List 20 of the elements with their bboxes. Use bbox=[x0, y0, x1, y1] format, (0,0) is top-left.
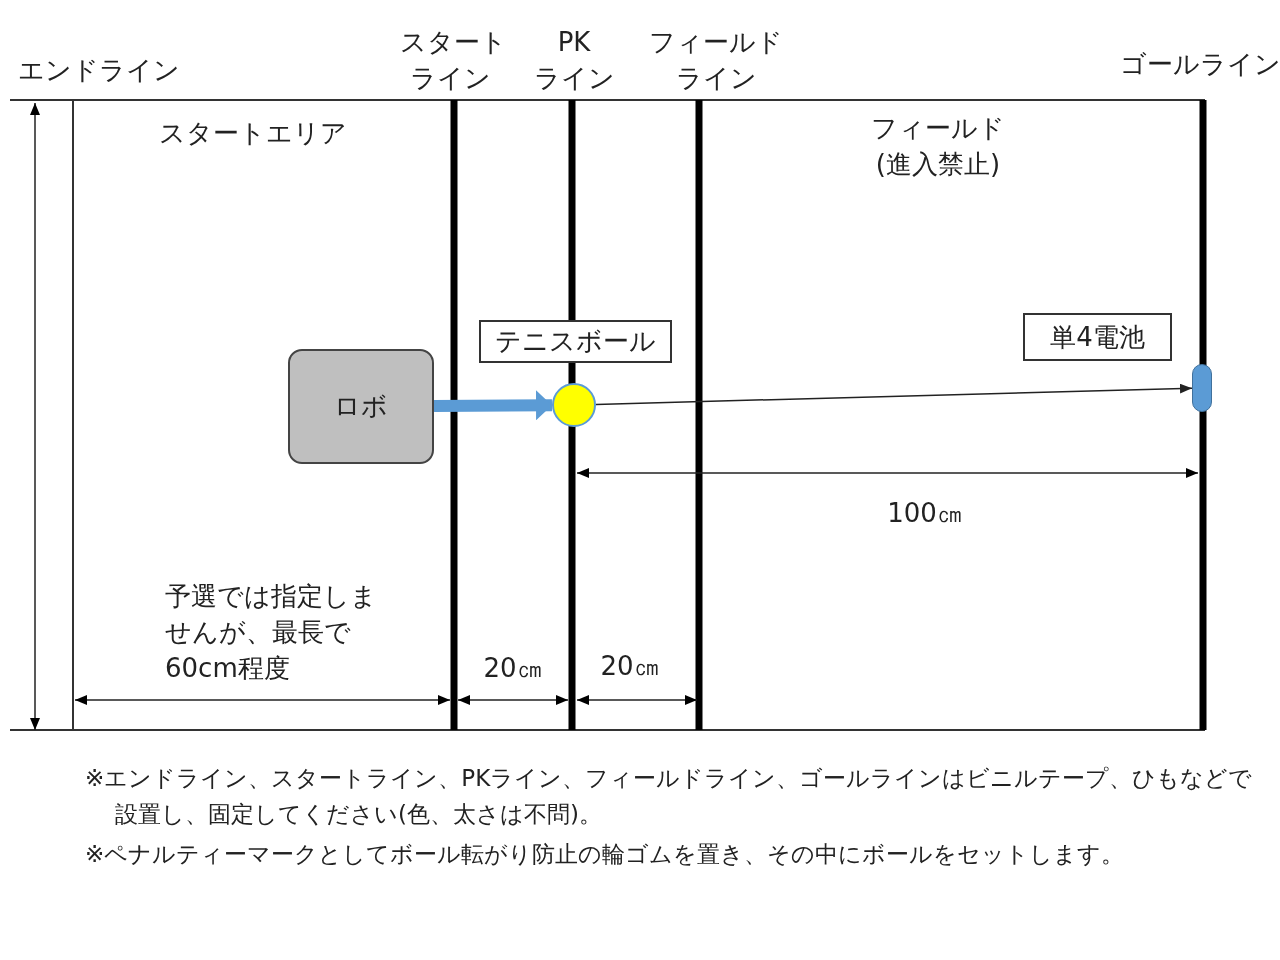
note-text: ※エンドライン、スタートライン、PKライン、フィールドライン、ゴールラインはビニルテープ、ひもなどで設置し、固定してください(色、太さは不問)。 bbox=[85, 764, 1254, 829]
dimension-label: 100㎝ bbox=[886, 497, 964, 530]
dimension-label: 20㎝ bbox=[482, 652, 544, 685]
battery-cylinder bbox=[1192, 364, 1212, 412]
line-label: フィールドライン bbox=[648, 26, 784, 95]
line-label: ゴールライン bbox=[1120, 48, 1280, 81]
label-box: テニスボール bbox=[479, 320, 672, 363]
dimension-label: 予選では指定しませんが、最長で60cm程度 bbox=[165, 580, 377, 685]
area-label: スタートエリア bbox=[158, 117, 348, 150]
robot-box: ロボ bbox=[288, 349, 434, 464]
label-box: 単4電池 bbox=[1023, 313, 1172, 361]
ball-circle bbox=[552, 383, 596, 427]
line-label: エンドライン bbox=[18, 54, 180, 87]
block-arrow bbox=[433, 390, 553, 421]
line-label: スタートライン bbox=[400, 26, 500, 95]
line-label: PKライン bbox=[532, 26, 616, 95]
dimension-label: 20㎝ bbox=[599, 650, 661, 683]
area-label: フィールド(進入禁止) bbox=[870, 112, 1006, 181]
arrow bbox=[595, 383, 1193, 406]
note-text: ※ペナルティーマークとしてボール転がり防止の輪ゴムを置き、その中にボールをセットします。 bbox=[85, 840, 1126, 869]
